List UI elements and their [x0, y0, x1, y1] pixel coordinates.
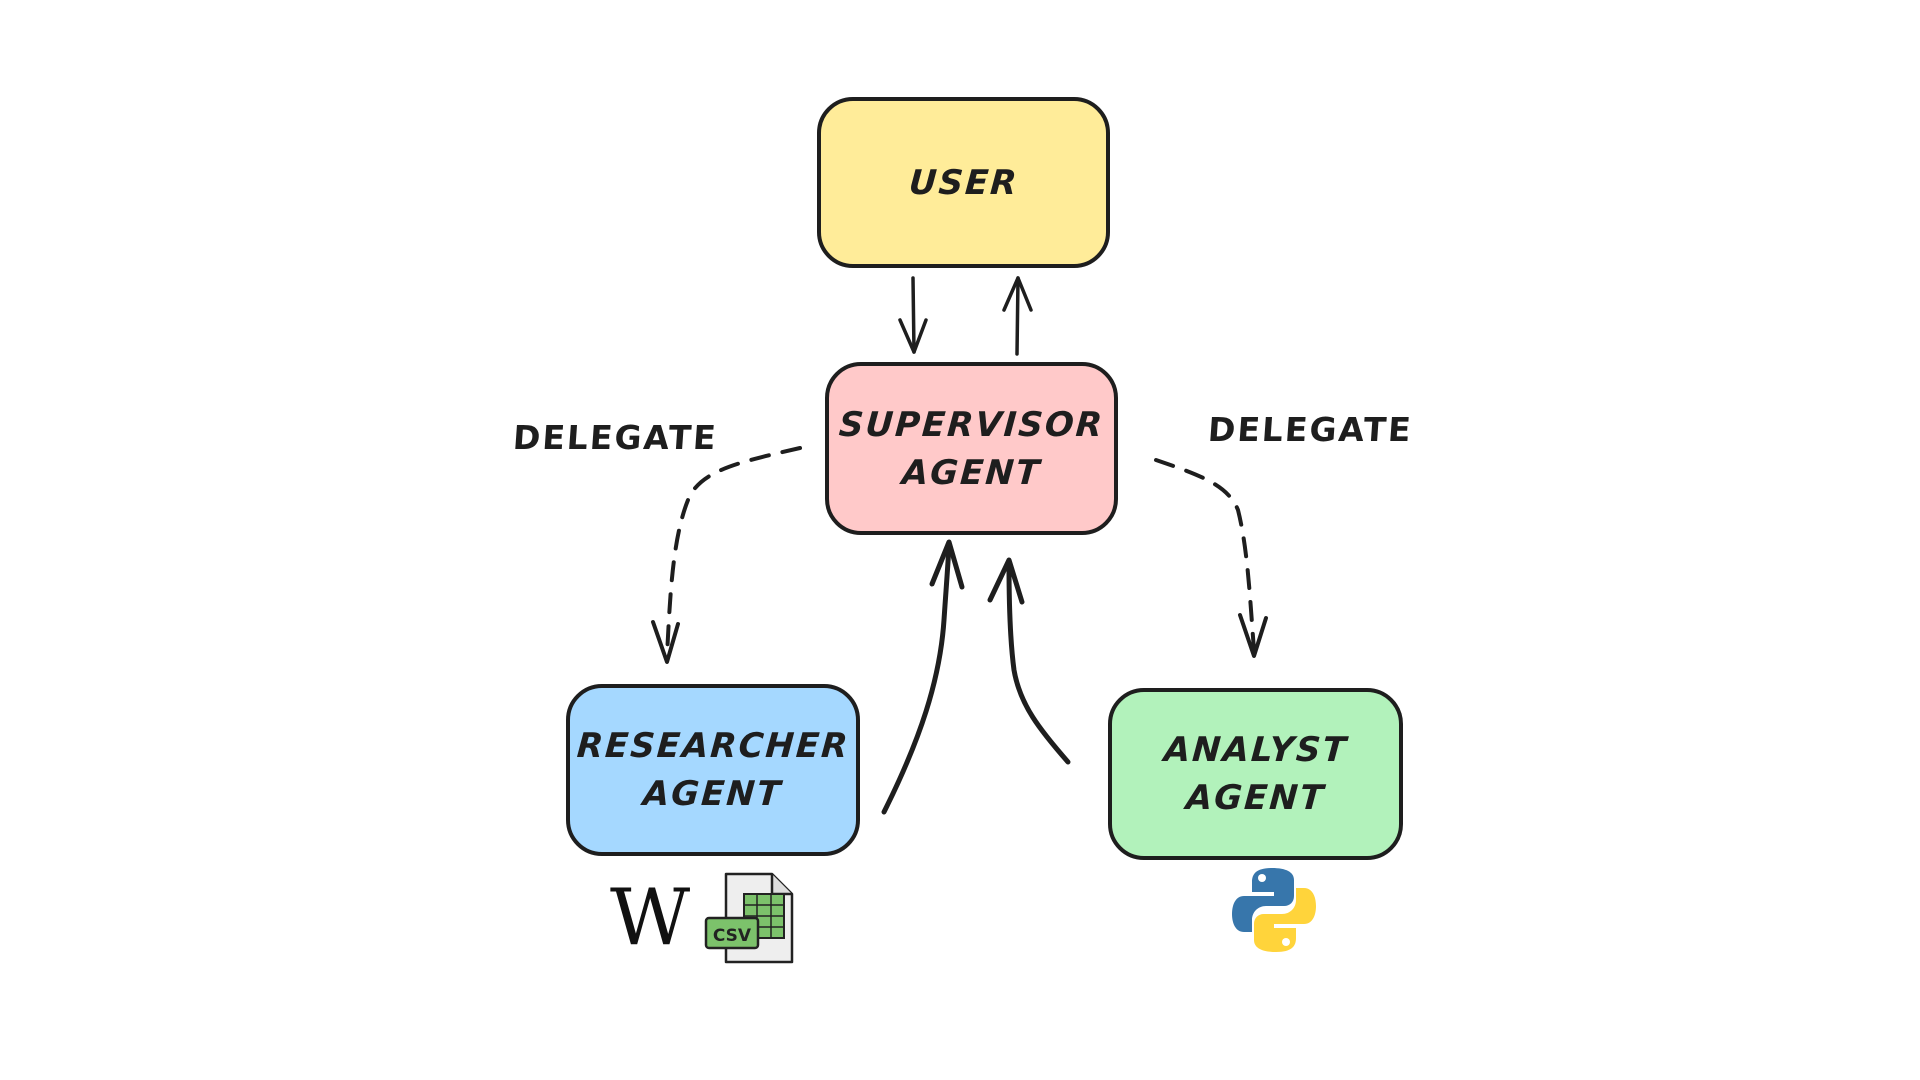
csv-file-icon: CSV	[704, 872, 794, 964]
wikipedia-icon: W	[610, 873, 691, 963]
edge-supervisor-to-researcher	[651, 446, 802, 664]
analyst-agent-node: ANALYST AGENT	[1108, 688, 1403, 860]
delegate-label-left: DELEGATE	[511, 418, 719, 457]
supervisor-agent-node: SUPERVISOR AGENT	[825, 362, 1118, 535]
edge-user-to-supervisor	[898, 276, 928, 354]
supervisor-label-line1: SUPERVISOR	[837, 404, 1106, 445]
csv-text: CSV	[713, 926, 752, 946]
researcher-label-line2: AGENT	[642, 774, 784, 814]
delegate-label-right: DELEGATE	[1206, 410, 1414, 449]
user-node-label: USER	[907, 162, 1020, 203]
edge-analyst-to-supervisor	[987, 557, 1071, 765]
edge-supervisor-to-user	[1002, 276, 1033, 356]
user-node: USER	[817, 97, 1110, 268]
researcher-agent-node: RESEARCHER AGENT	[566, 684, 860, 856]
researcher-label-line1: RESEARCHER	[575, 726, 851, 766]
analyst-label-line1: ANALYST	[1162, 730, 1349, 770]
edge-supervisor-to-analyst	[1154, 458, 1268, 658]
supervisor-label-line2: AGENT	[900, 452, 1043, 493]
python-icon	[1232, 868, 1316, 952]
analyst-label-line2: AGENT	[1184, 778, 1327, 818]
edge-researcher-to-supervisor	[881, 539, 965, 815]
